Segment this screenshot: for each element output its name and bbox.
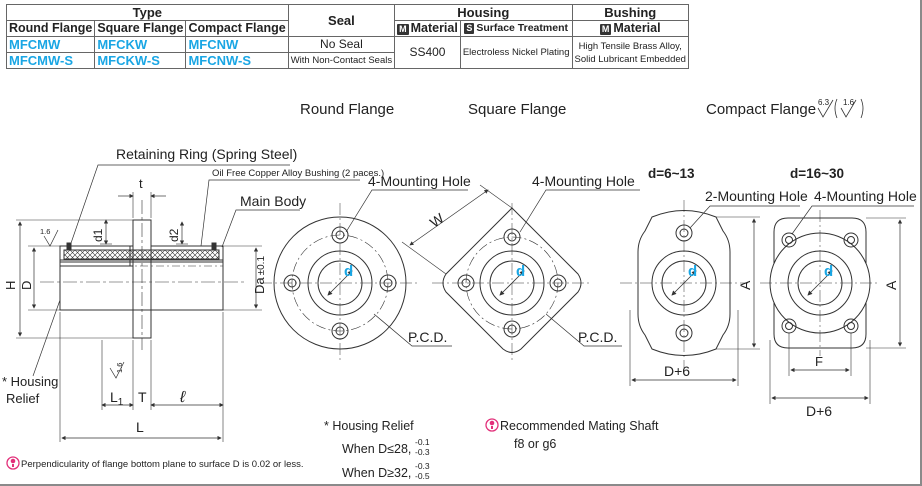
dim-d: d [516,263,525,280]
label-range: d=6~13 [648,166,695,181]
seal-value: With Non-Contact Seals [287,52,396,69]
housing-material-value: SS400 [394,36,461,69]
label-mounting-hole: 4-Mounting Hole [368,173,471,189]
col-compact-flange: Compact Flange [185,20,289,37]
dim-F: F [815,354,823,369]
compact-flange-2-hole-view [620,200,800,386]
label-pcd: P.C.D. [408,329,447,345]
note-when-d28: When D≤28, [342,442,411,456]
surface-tag: S [464,23,475,34]
type-header: Type [6,4,289,21]
roughness-value: 1.6 [40,227,50,236]
svg-text:6.3: 6.3 [818,98,830,107]
part-number: MFCMW-S [5,52,96,69]
note-shaft-fit: f8 or g6 [514,437,556,451]
square-flange-view [401,184,640,363]
surface-roughness-symbol: 6.3 1.6 [817,98,864,119]
tolerance-upper: -0.3 [415,461,430,471]
note-perpendicularity: Perpendicularity of flange bottom plane … [21,459,304,470]
dim-T: T [138,389,147,405]
title-square-flange: Square Flange [468,101,566,118]
material-tag: M [599,24,612,35]
tolerance-lower: -0.5 [415,471,430,481]
label-range: d=16~30 [790,166,844,181]
label-housing-relief: * Housing [2,374,58,389]
bushing-header: Bushing [571,4,689,21]
warning-icon [6,456,20,470]
label-housing-relief: Relief [6,391,40,406]
note-recommended-shaft: Recommended Mating Shaft [500,419,659,433]
dim-A: A [883,280,899,290]
roughness-value: 1.6 [115,363,124,373]
dim-L: L [136,419,144,435]
label-main-body: Main Body [240,193,306,209]
dim-d2: d2 [167,228,181,242]
note-housing-relief-title: * Housing Relief [324,419,414,433]
title-compact-flange: Compact Flange [706,101,816,118]
round-flange-view [260,189,468,363]
bushing-material-value: High Tensile Brass Alloy,Solid Lubricant… [571,36,689,69]
dim-d: d [688,263,697,280]
dim-d1: d1 [91,228,105,242]
dim-A: A [737,280,753,290]
dim-t: t [139,176,143,191]
tolerance-upper: -0.1 [415,437,430,447]
label-oil-free-bushing: Oil Free Copper Alloy Bushing (2 paces.) [212,168,384,179]
dim-L1: L1 [110,389,124,408]
label-mounting-hole: 4-Mounting Hole [532,173,635,189]
dim-ell: ℓ [179,389,186,406]
compact-flange-4-hole-view [760,205,914,404]
label-pcd: P.C.D. [578,329,617,345]
surface-treatment-value: Electroless Nickel Plating [459,36,573,69]
dim-d: d [344,263,353,280]
recommend-icon [485,418,499,432]
part-number: MFCKW-S [94,52,187,69]
dim-D-plus-6: D+6 [806,403,832,419]
dim-D: D [19,281,34,290]
dim-W: W [427,209,448,230]
label-retaining-ring: Retaining Ring (Spring Steel) [116,146,297,162]
dim-d: d [824,263,833,280]
dim-H: H [3,281,18,290]
dim-D-plus-6: D+6 [664,363,690,379]
title-round-flange: Round Flange [300,101,394,118]
side-view [16,164,360,442]
note-when-d32: When D≥32, [342,466,411,480]
spec-table: Type Seal Housing Bushing Round Flange S… [5,4,689,69]
label-mounting-hole: 4-Mounting Hole [814,188,917,204]
svg-text:1.6: 1.6 [843,98,855,107]
dim-Da: Da±0.1 [252,256,267,294]
material-tag: M [397,24,409,35]
part-number: MFCMW [5,36,96,53]
tolerance-lower: -0.3 [415,447,430,457]
label-mounting-hole: 2-Mounting Hole [705,188,808,204]
part-number: MFCNW [185,36,289,53]
